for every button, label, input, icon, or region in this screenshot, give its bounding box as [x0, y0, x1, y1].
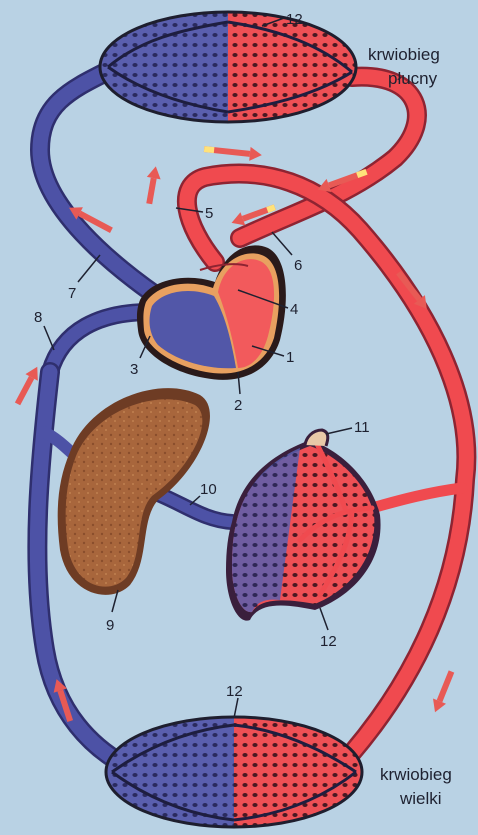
systemic-circulation-label-line1: krwiobieg	[380, 765, 452, 784]
systemic-circulation-label-line2: wielki	[399, 789, 442, 808]
label-10: 10	[200, 481, 217, 498]
label-3: 3	[130, 361, 138, 378]
label-6: 6	[294, 257, 302, 274]
label-11: 11	[354, 419, 370, 436]
label-4: 4	[290, 301, 298, 318]
pulmonary-circulation-label-line1: krwiobieg	[368, 45, 440, 64]
label-9: 9	[106, 617, 114, 634]
label-2: 2	[234, 397, 242, 414]
label-8: 8	[34, 309, 42, 326]
label-12-intestine: 12	[320, 633, 337, 650]
label-5: 5	[205, 205, 213, 222]
pulmonary-circulation-label-line2: płucny	[388, 69, 438, 88]
label-12-bottom: 12	[226, 683, 243, 700]
label-1: 1	[286, 349, 294, 366]
label-12-top: 12	[286, 11, 303, 28]
label-7: 7	[68, 285, 76, 302]
